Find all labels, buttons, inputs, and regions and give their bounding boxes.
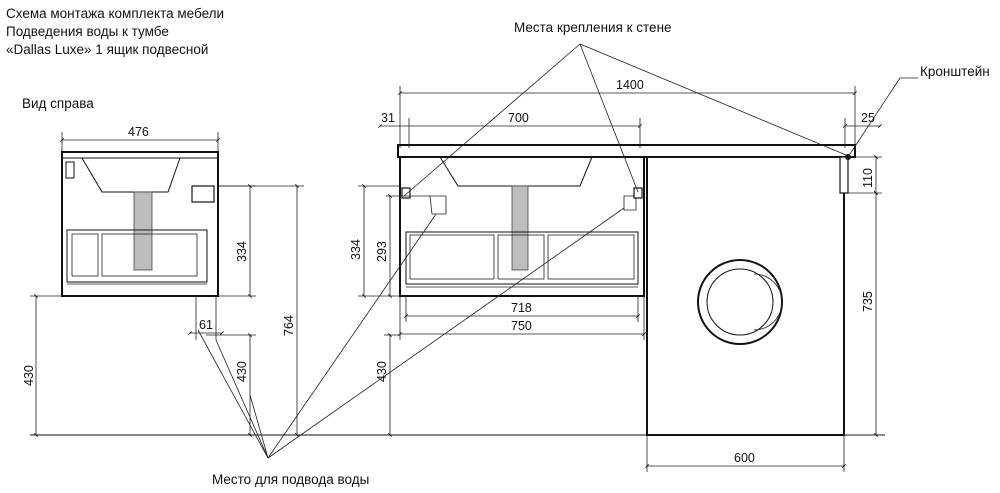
side-view-label: Вид справа [22,96,94,111]
dim-side-430: 430 [22,365,36,386]
bracket [839,156,849,194]
washing-machine-door [697,259,783,345]
dim-front-110: 110 [861,168,875,188]
title-block: Схема монтажа комплекта мебели Подведени… [6,6,224,57]
dim-side-430b: 430 [235,361,249,382]
water-outlet-right [623,195,637,211]
washing-machine [646,156,845,436]
dim-side-61: 61 [199,318,213,332]
dim-front-430: 430 [375,361,389,382]
dim-front-31: 31 [381,111,395,125]
wall-mounts-label: Места крепления к стене [514,20,672,35]
dim-side-764: 764 [282,315,296,336]
leader-lines [197,43,918,459]
front-basin [439,156,593,187]
bracket-label: Кронштейн [920,64,990,79]
side-view: 476 334 764 430 430 [22,125,304,437]
dim-front-334: 334 [349,239,363,260]
dim-side-width: 476 [128,125,149,139]
title-line-2: Подведения воды к тумбе [6,24,169,39]
dim-side-334: 334 [235,241,249,262]
title-line-1: Схема монтажа комплекта мебели [6,6,224,21]
dim-front-735: 735 [861,291,875,312]
mount-left [401,187,411,199]
water-inlet-label: Место для подвода воды [212,472,369,487]
mount-right [633,187,643,199]
dim-front-293: 293 [375,241,389,262]
front-cabinet [399,156,645,297]
side-drawer [66,229,208,283]
dim-front-600: 600 [734,451,755,465]
dim-front-25: 25 [861,111,875,125]
side-siphon [133,191,153,271]
side-wall-mount [191,185,215,203]
dim-front-718: 718 [511,301,532,315]
front-siphon [511,185,529,271]
side-basin [81,157,181,193]
dim-front-750: 750 [511,319,532,333]
side-cabinet-body [61,151,219,297]
countertop [397,144,856,158]
dim-front-1400: 1400 [616,78,644,92]
front-view: 1400 31 700 25 334 293 [349,78,882,472]
water-outlet-left [429,195,447,215]
title-line-3: «Dallas Luxe» 1 ящик подвесной [6,42,208,57]
dim-front-700: 700 [508,111,529,125]
